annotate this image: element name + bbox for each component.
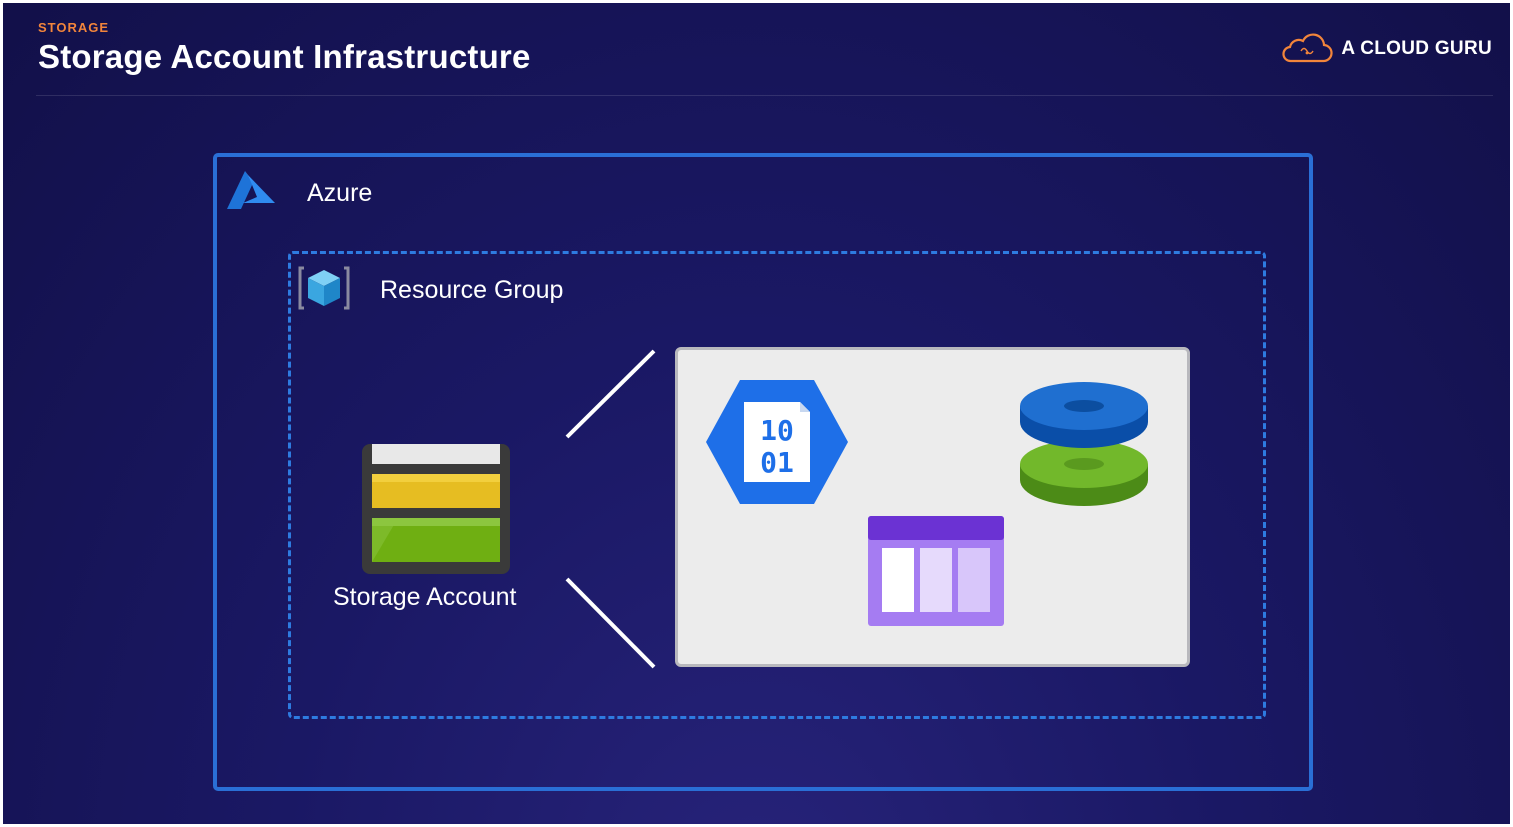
page-title: Storage Account Infrastructure bbox=[38, 38, 531, 75]
azure-logo-icon bbox=[227, 171, 275, 209]
blob-icon-text-top: 10 bbox=[760, 414, 794, 447]
brand: A CLOUD GURU bbox=[1281, 33, 1492, 65]
resource-group-container bbox=[288, 251, 1266, 719]
resource-group-icon bbox=[298, 266, 350, 310]
connector-lines bbox=[565, 349, 656, 669]
cloud-logo-icon bbox=[1282, 33, 1333, 63]
blob-icon-text-bottom: 01 bbox=[760, 446, 794, 479]
connector-line-top bbox=[565, 349, 656, 439]
brand-name: A CLOUD GURU bbox=[1341, 38, 1492, 59]
storage-services-panel: 10 01 bbox=[675, 347, 1190, 667]
storage-account-icon bbox=[362, 444, 510, 574]
storage-account-label: Storage Account bbox=[333, 583, 517, 611]
header-divider bbox=[36, 95, 1493, 96]
azure-label: Azure bbox=[307, 179, 373, 207]
slide: STORAGE Storage Account Infrastructure A… bbox=[3, 3, 1510, 824]
resource-group-label: Resource Group bbox=[380, 276, 564, 304]
connector-line-bottom bbox=[565, 577, 656, 669]
disk-storage-icon bbox=[1020, 382, 1148, 506]
blob-storage-icon: 10 01 bbox=[706, 380, 848, 504]
azure-container bbox=[213, 153, 1313, 791]
table-storage-icon bbox=[868, 516, 1004, 626]
section-eyebrow: STORAGE bbox=[38, 20, 110, 35]
